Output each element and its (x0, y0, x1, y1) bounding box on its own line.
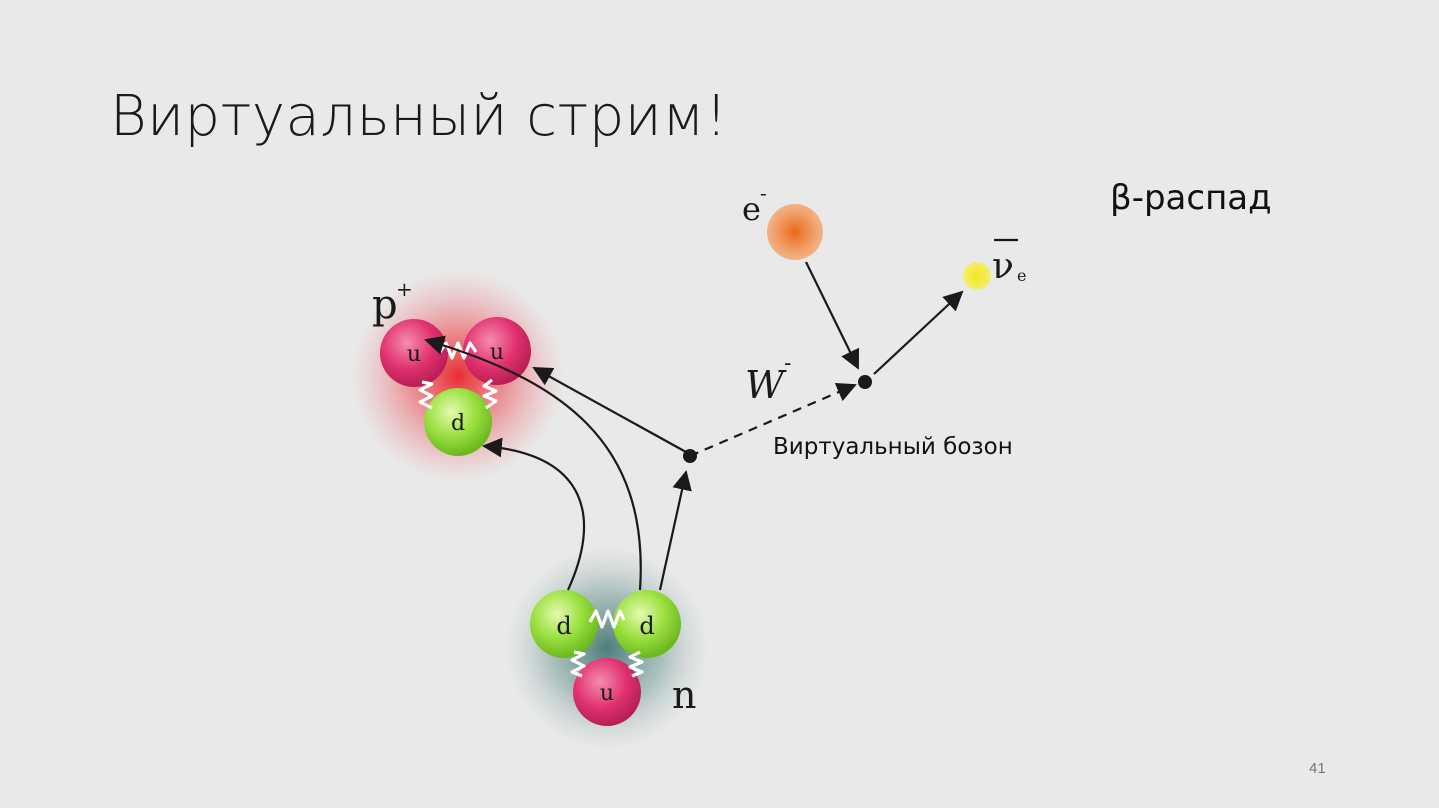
electron-charge: - (760, 181, 767, 205)
slide-subtitle: β-распад (1110, 178, 1272, 218)
antineutrino-trajectory (873, 290, 964, 375)
electron (767, 204, 823, 260)
d-quark-trajectory (424, 335, 642, 591)
quark-label: d (639, 612, 654, 640)
page-number: 41 (1309, 760, 1326, 777)
quark-label: d (556, 612, 571, 640)
proton-quark-u2 (463, 317, 531, 385)
trajectory-lines (424, 261, 964, 591)
w-boson-charge: - (784, 351, 791, 376)
neutron-quark-u (573, 658, 641, 726)
neutron-quark-d2 (613, 590, 681, 658)
proton-label: p (372, 282, 398, 328)
proton-charge: + (396, 277, 413, 301)
antineutrino-label: ν (992, 246, 1014, 287)
u-quark-out-trajectory (532, 367, 687, 453)
neutron-label: n (672, 673, 696, 717)
electron-trajectory (805, 261, 860, 370)
antineutrino-subscript: e (1017, 266, 1026, 285)
slide-title: Виртуальный стрим! (110, 84, 728, 149)
quark-label: d (451, 411, 465, 436)
neutron-quark-d1 (530, 590, 598, 658)
proton-quark-d (424, 388, 492, 456)
virtual-boson-caption: Виртуальный бозон (773, 434, 1013, 460)
d-quark-trajectory (482, 437, 586, 591)
electron-label: e (742, 190, 761, 228)
antineutrino (963, 262, 991, 290)
vertex-dot (683, 449, 697, 463)
d-to-u-trajectory (658, 470, 692, 591)
quark-label: u (600, 681, 614, 706)
quark-label: u (407, 342, 421, 367)
w-boson-label: W (745, 363, 787, 407)
gluon-lines (418, 341, 644, 678)
vertex-dot (858, 375, 872, 389)
quark-label: u (490, 340, 504, 365)
w-boson-propagator (689, 382, 857, 458)
